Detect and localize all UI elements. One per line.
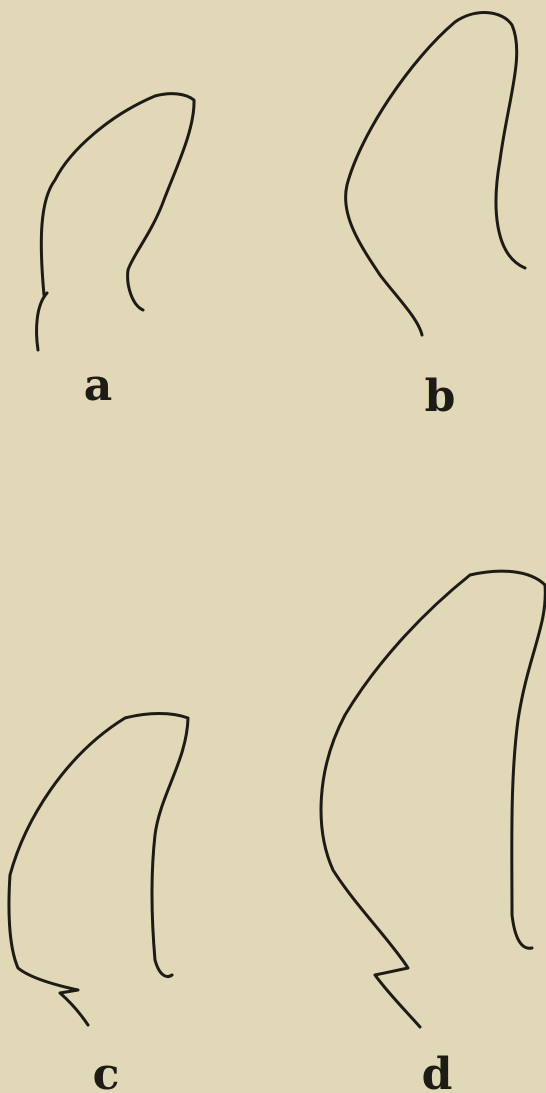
figure-c-main-stroke: [9, 714, 188, 1026]
figure-d-main-stroke: [321, 571, 545, 1027]
figure-c-outline: [9, 714, 188, 1026]
figure-c-label: c: [93, 1053, 120, 1093]
figure-d-label: d: [422, 1053, 453, 1093]
figure-a-label: a: [84, 364, 113, 408]
figure-a-main-stroke: [41, 94, 194, 310]
figure-d-outline: [321, 571, 545, 1027]
figure-a-base-stroke: [37, 293, 47, 350]
figure-b-main-stroke: [346, 13, 525, 335]
figure-b-outline: [346, 13, 525, 335]
figure-b-label: b: [425, 375, 456, 419]
figure-a-outline: [37, 94, 194, 350]
